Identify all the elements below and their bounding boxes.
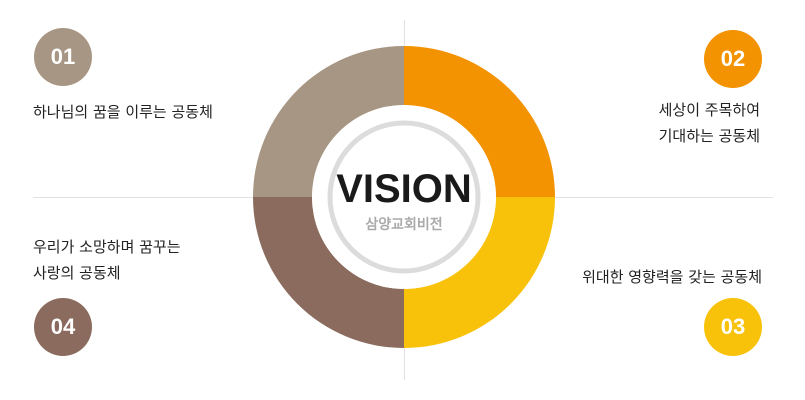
vision-text-04-line-1: 우리가 소망하며 꿈꾸는 [33,238,181,256]
ring-segment-01 [253,46,404,197]
vision-text-04-line-2: 사랑의 공동체 [33,264,121,282]
ring-segment-02 [404,46,555,197]
vision-text-02-line-2: 기대하는 공동체 [658,127,760,145]
ring-segment-04 [253,197,404,348]
badge-04: 04 [34,298,92,356]
ring-segment-03 [404,197,555,348]
vision-subtitle: 삼양교회비전 [365,217,443,233]
vision-text-02-line-1: 세상이 주목하여 [658,101,760,119]
badge-03: 03 [704,298,762,356]
vision-text-03-line-1: 위대한 영향력을 갖는 공동체 [582,268,762,286]
badge-01: 01 [34,28,92,86]
vision-text-03: 위대한 영향력을 갖는 공동체 [582,264,762,290]
vision-title: VISION [336,167,472,211]
vision-text-02: 세상이 주목하여 기대하는 공동체 [659,97,760,149]
center-disc [312,105,496,289]
vision-text-04: 우리가 소망하며 꿈꾸는 사랑의 공동체 [33,234,181,286]
vision-text-01: 하나님의 꿈을 이루는 공동체 [33,99,213,125]
badge-02: 02 [704,30,762,88]
inner-ring [327,120,481,274]
vision-text-01-line-1: 하나님의 꿈을 이루는 공동체 [33,103,213,121]
